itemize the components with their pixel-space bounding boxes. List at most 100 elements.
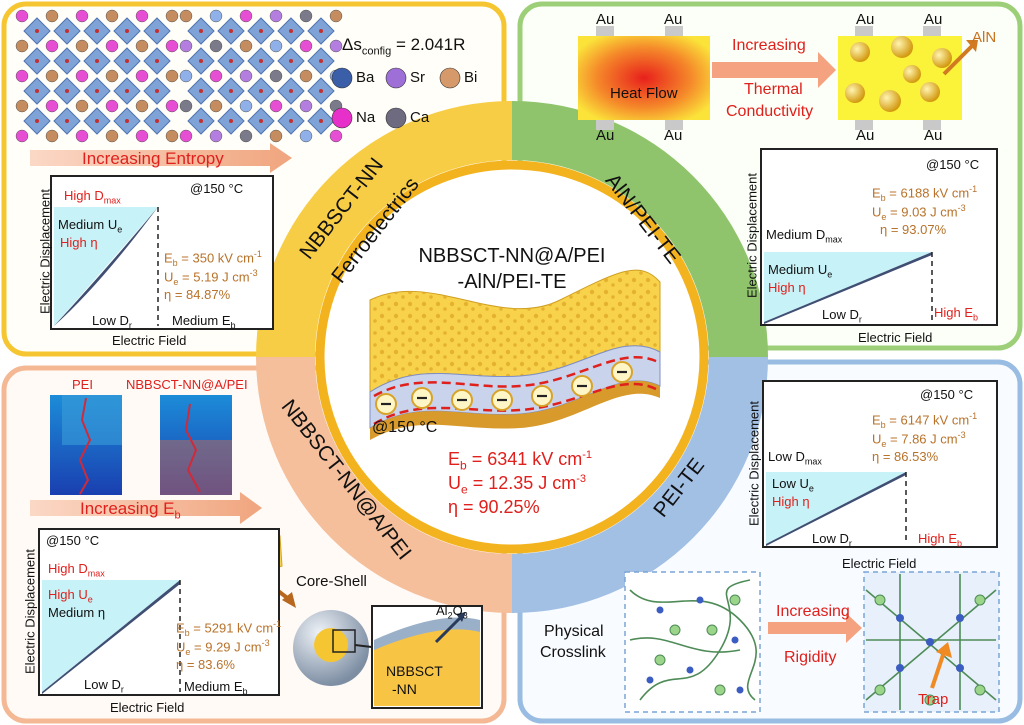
a-site-atom xyxy=(269,69,283,83)
a-site-atom xyxy=(209,9,223,23)
br-ylabel: Electric Displacement xyxy=(746,401,762,526)
bl-xlabel: Electric Field xyxy=(110,700,185,715)
legend-swatch xyxy=(385,67,407,89)
tr-arrow-3: Conductivity xyxy=(726,103,814,120)
oxygen-site xyxy=(65,119,69,123)
oxygen-site xyxy=(289,29,293,33)
a-site-atom xyxy=(165,129,179,143)
bl-nbb-1: NBBSCT xyxy=(386,663,443,679)
tr-au-3: Au xyxy=(596,127,615,144)
bl-med-eb: Medium Eb xyxy=(184,679,248,697)
a-site-atom xyxy=(45,39,59,53)
a-site-atom xyxy=(75,99,89,113)
a-site-atom xyxy=(209,99,223,113)
bl-high-d: High Dmax xyxy=(48,561,105,579)
br-rigidity: Rigidity xyxy=(784,649,837,666)
oxygen-site xyxy=(289,59,293,63)
oxygen-site xyxy=(199,119,203,123)
a-site-atom xyxy=(239,99,253,113)
legend-label: Ca xyxy=(410,109,430,126)
tl-medium-u: Medium Ue xyxy=(58,217,123,235)
tr-ylabel: Electric Displacement xyxy=(744,173,760,298)
a-site-atom xyxy=(165,99,179,113)
a-site-atom xyxy=(209,39,223,53)
a-site-atom xyxy=(135,69,149,83)
oxygen-site xyxy=(35,119,39,123)
oxygen-site xyxy=(125,119,129,123)
heat-block-pristine xyxy=(578,36,710,120)
br-low-dr: Low Dr xyxy=(812,531,852,549)
oxygen-site xyxy=(259,119,263,123)
oxygen-site xyxy=(95,29,99,33)
legend-label: Na xyxy=(356,109,376,126)
oxygen-site xyxy=(319,119,323,123)
br-high-eta: High η xyxy=(772,494,810,509)
bl-loop xyxy=(42,580,181,694)
tr-au-4: Au xyxy=(664,127,683,144)
center-title-2: -AlN/PEI-TE xyxy=(457,271,567,293)
entropy-label: Δsconfig = 2.041R xyxy=(342,35,466,58)
a-site-atom xyxy=(75,129,89,143)
oxygen-site xyxy=(199,89,203,93)
oxygen-site xyxy=(155,119,159,123)
oxygen-site xyxy=(259,89,263,93)
oxygen-site xyxy=(95,89,99,93)
oxygen-site xyxy=(319,29,323,33)
a-site-atom xyxy=(269,129,283,143)
tr-heat-flow: Heat Flow xyxy=(610,85,678,102)
bl-al2o3: Al2O3 xyxy=(436,603,468,621)
oxygen-site xyxy=(319,89,323,93)
bl-high-u: High Ue xyxy=(48,587,93,605)
legend-label: Bi xyxy=(464,69,478,86)
tr-au-1: Au xyxy=(596,11,615,28)
a-site-atom xyxy=(269,99,283,113)
bl-ue: Ue = 9.29 J cm-3 xyxy=(176,638,270,657)
ring-segment-tl xyxy=(256,101,512,357)
tr-au-5: Au xyxy=(856,11,875,28)
tl-temp: @150 °C xyxy=(190,181,244,196)
entropy-arrow xyxy=(30,143,292,173)
br-crosslink: Crosslink xyxy=(540,644,606,661)
a-site-atom xyxy=(165,9,179,23)
tr-eb: Eb = 6188 kV cm-1 xyxy=(872,184,978,203)
a-site-atom xyxy=(15,9,29,23)
tl-loop xyxy=(54,207,159,326)
legend-label: Sr xyxy=(410,69,425,86)
a-site-atom xyxy=(45,99,59,113)
a-site-atom xyxy=(45,69,59,83)
bl-eb: Eb = 5291 kV cm-1 xyxy=(176,619,282,638)
bl-med-eta: Medium η xyxy=(48,605,106,620)
ring-segment-bl xyxy=(256,357,512,613)
br-increasing: Increasing xyxy=(776,603,850,620)
legend-swatch xyxy=(385,107,407,129)
oxygen-site xyxy=(65,59,69,63)
bl-eta: η = 83.6% xyxy=(176,657,235,672)
a-site-atom xyxy=(269,39,283,53)
a-site-atom xyxy=(15,129,29,143)
a-site-atom xyxy=(45,9,59,23)
a-site-atom xyxy=(329,39,343,53)
tr-high-eta: High η xyxy=(768,280,806,295)
a-site-atom xyxy=(209,129,223,143)
oxygen-site xyxy=(199,29,203,33)
tr-low-dr: Low Dr xyxy=(822,307,862,325)
tr-aln-label: AlN xyxy=(972,29,997,46)
tr-temp: @150 °C xyxy=(926,157,980,172)
a-site-atom xyxy=(299,69,313,83)
br-xlabel: Electric Field xyxy=(842,556,917,571)
tr-ue: Ue = 9.03 J cm-3 xyxy=(872,203,966,222)
tl-eta: η = 84.87% xyxy=(164,287,231,302)
a-site-atom xyxy=(239,69,253,83)
legend-label: Ba xyxy=(356,69,375,86)
oxygen-site xyxy=(155,89,159,93)
oxygen-site xyxy=(319,59,323,63)
oxygen-site xyxy=(35,89,39,93)
a-site-atom xyxy=(15,39,29,53)
bl-nbb-2: -NN xyxy=(392,681,417,697)
oxygen-site xyxy=(199,59,203,63)
oxygen-site xyxy=(229,29,233,33)
a-site-atom xyxy=(179,9,193,23)
tr-high-eb: High Eb xyxy=(934,305,979,323)
